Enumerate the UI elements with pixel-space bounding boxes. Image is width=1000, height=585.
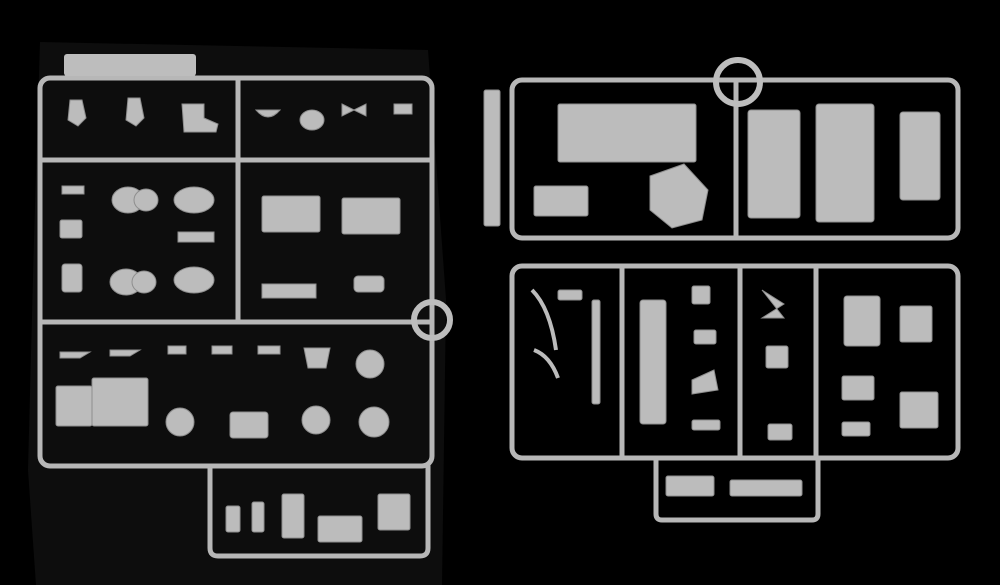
left-sprue	[28, 42, 453, 585]
right-sprue-parts	[483, 89, 941, 497]
left-sprue-parts	[55, 97, 413, 543]
right-sprue-frame	[509, 77, 961, 523]
left-sprue-frame	[37, 75, 435, 559]
right-sprue-ring	[713, 57, 763, 107]
left-sprue-ring	[411, 299, 453, 341]
right-sprue	[483, 57, 961, 523]
left-sprue-tag	[64, 54, 196, 76]
